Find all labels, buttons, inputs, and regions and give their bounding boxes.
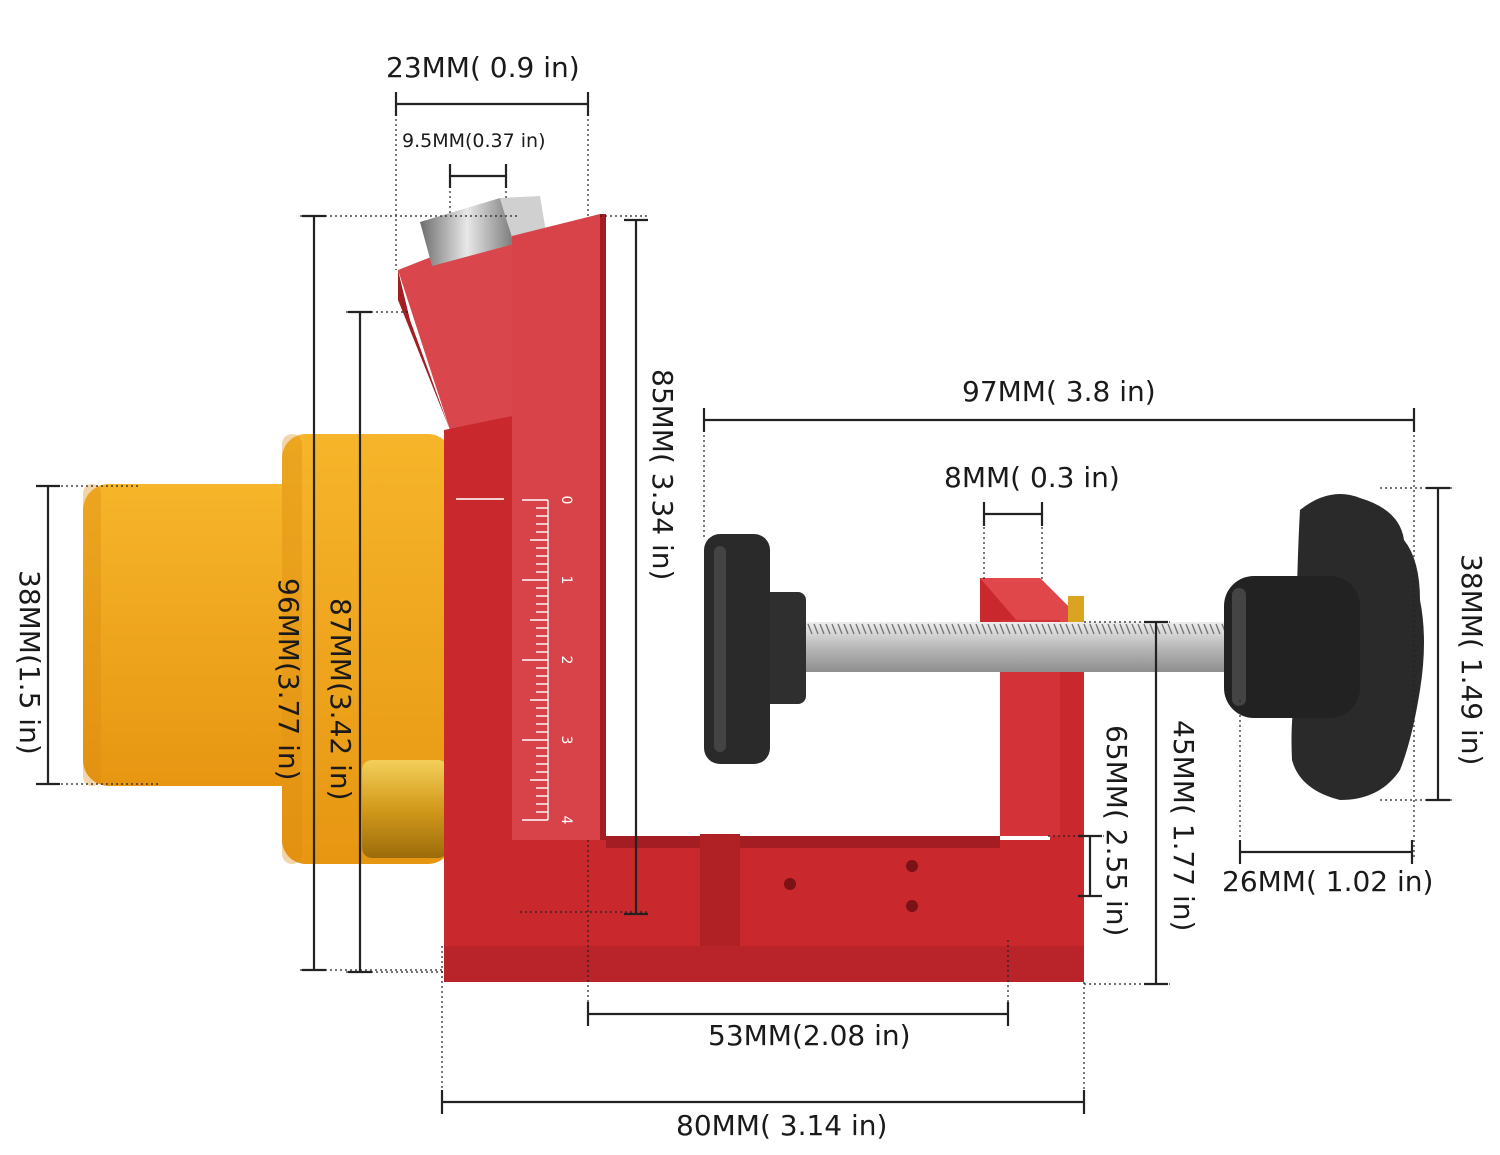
dimension-extension-lines: [36, 104, 1452, 1114]
clamp-pad-icon: [704, 534, 806, 764]
threaded-screw-icon: [804, 622, 1234, 672]
dim-knob-diameter: 38MM( 1.49 in): [1455, 554, 1488, 766]
brass-pin-icon: [362, 760, 448, 858]
scale-label: 2: [558, 656, 574, 665]
dim-clamp-reach: 97MM( 3.8 in): [962, 375, 1156, 408]
dim-knob-thickness: 26MM( 1.02 in): [1222, 865, 1434, 898]
dim-base-overall: 80MM( 3.14 in): [676, 1109, 888, 1142]
scale-label: 4: [558, 816, 574, 825]
depth-scale: 0 1 2 3 4: [522, 496, 574, 825]
scale-label: 0: [558, 496, 574, 505]
dim-fence-height: 85MM( 3.34 in): [646, 369, 679, 581]
dim-top-width: 23MM( 0.9 in): [386, 51, 580, 84]
dim-jaw-depth: 65MM( 2.55 in): [1100, 725, 1133, 937]
scale-label: 1: [558, 576, 574, 585]
dim-base-inner: 53MM(2.08 in): [708, 1019, 911, 1052]
dim-bit-diameter: 9.5MM(0.37 in): [402, 130, 546, 152]
dim-body-height: 87MM(3.42 in): [324, 598, 357, 801]
dim-overall-height: 96MM(3.77 in): [272, 578, 305, 781]
angled-guide-block: [398, 222, 520, 430]
drill-guide-bushing-icon: [83, 434, 452, 864]
dim-screw-diameter: 8MM( 0.3 in): [944, 461, 1120, 494]
star-knob-icon: [1224, 494, 1424, 800]
dim-bushing-diameter: 38MM(1.5 in): [13, 570, 46, 755]
scale-label: 3: [558, 736, 574, 745]
dim-jaw-height: 45MM( 1.77 in): [1167, 720, 1200, 932]
